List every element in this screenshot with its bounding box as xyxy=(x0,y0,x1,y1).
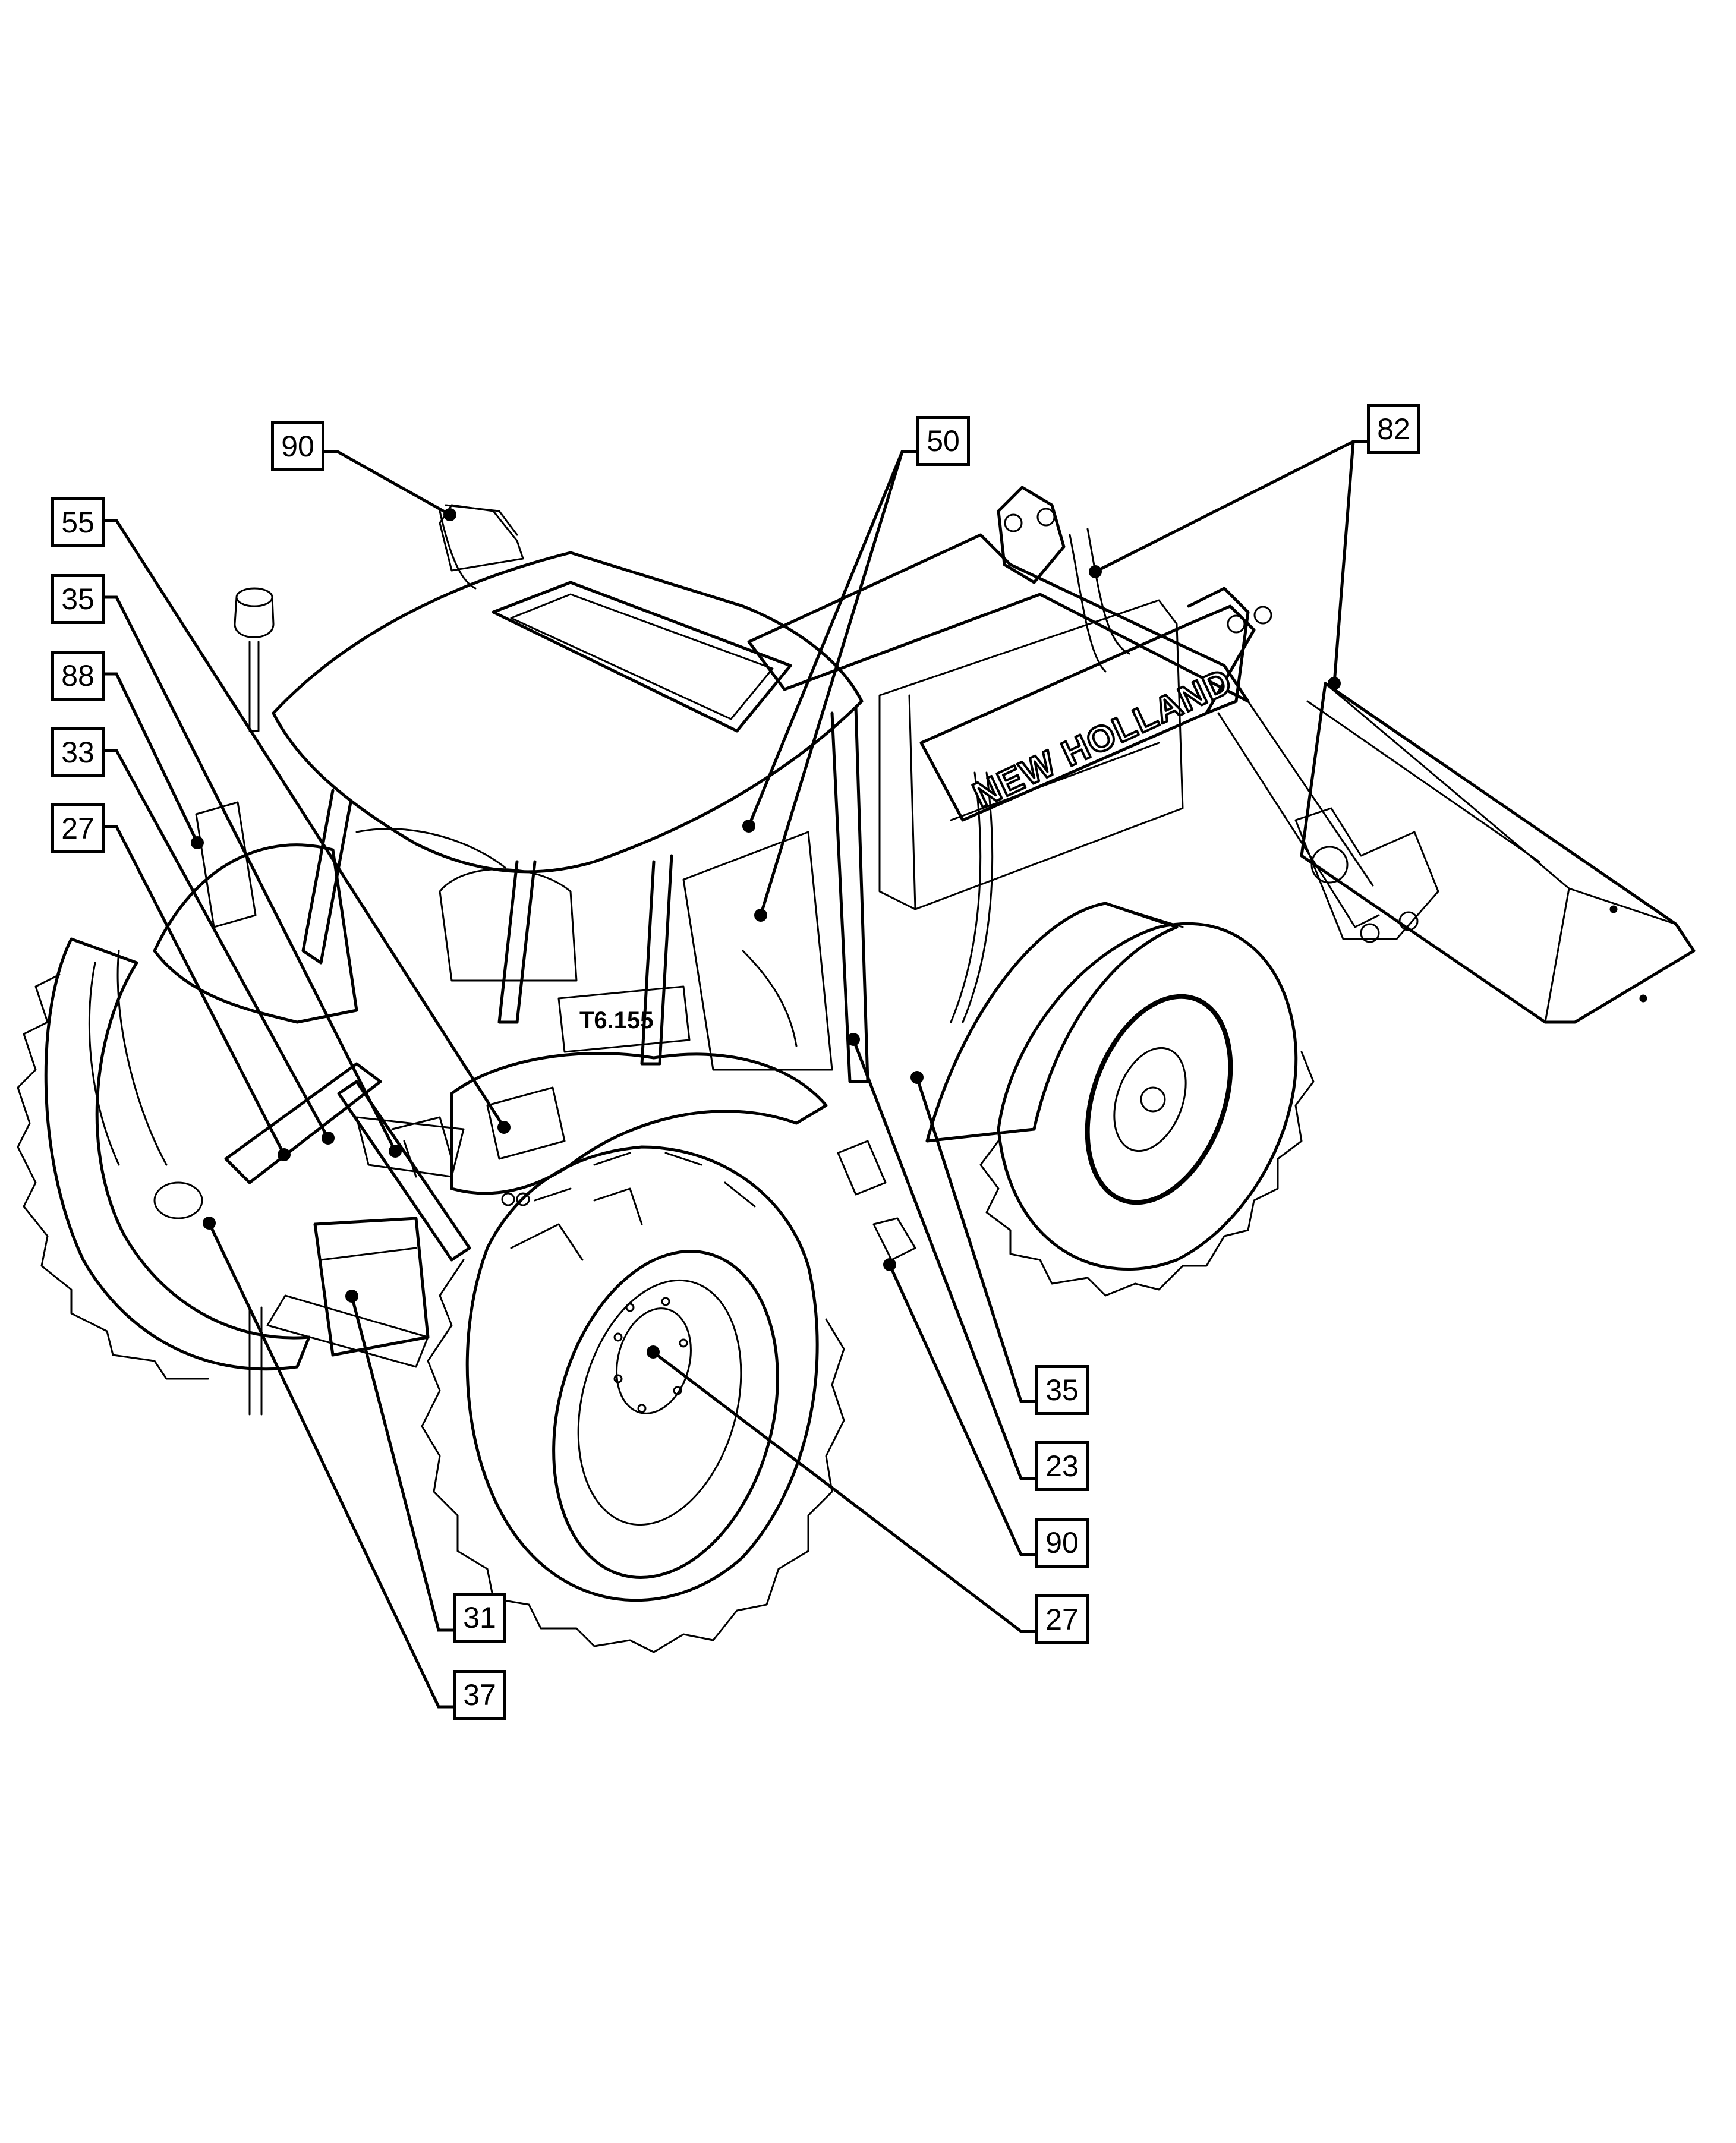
callout-37[interactable]: 37 xyxy=(453,1670,506,1720)
callout-90-step[interactable]: 90 xyxy=(1035,1518,1089,1568)
front-fender xyxy=(925,902,1184,1143)
callout-label: 55 xyxy=(61,506,94,539)
callout-label: 33 xyxy=(61,736,94,769)
callout-23[interactable]: 23 xyxy=(1035,1441,1089,1491)
callout-27-left[interactable]: 27 xyxy=(51,803,105,853)
callout-90-mirror[interactable]: 90 xyxy=(271,421,324,471)
callout-label: 23 xyxy=(1045,1449,1079,1483)
callout-label: 90 xyxy=(1045,1526,1079,1559)
callout-label: 37 xyxy=(463,1678,496,1712)
cab-frame xyxy=(301,705,869,1083)
front-tire xyxy=(979,922,1315,1297)
engine-hood xyxy=(878,599,1184,910)
callout-label: 27 xyxy=(61,812,94,845)
callout-label: 27 xyxy=(1045,1603,1079,1636)
rear-tire-right xyxy=(421,1145,845,1653)
callout-label: 82 xyxy=(1377,412,1410,446)
callout-33[interactable]: 33 xyxy=(51,727,105,777)
callout-50[interactable]: 50 xyxy=(916,416,970,466)
callout-88[interactable]: 88 xyxy=(51,651,105,701)
callout-55[interactable]: 55 xyxy=(51,497,105,547)
leader-lines xyxy=(101,440,1367,1709)
cab-roof xyxy=(272,504,864,874)
callout-27-right[interactable]: 27 xyxy=(1035,1594,1089,1644)
callout-35-left[interactable]: 35 xyxy=(51,574,105,624)
brand-logo: NEW HOLLAND xyxy=(967,661,1238,815)
cab-steps xyxy=(837,1140,916,1261)
callout-label: 35 xyxy=(1045,1373,1079,1407)
tractor-illustration: NEW HOLLAND xyxy=(17,486,1696,1653)
callout-35-right[interactable]: 35 xyxy=(1035,1365,1089,1415)
callout-label: 50 xyxy=(927,424,960,458)
rear-fender-left xyxy=(153,801,358,1024)
rear-hitch xyxy=(224,1062,471,1416)
mirror xyxy=(439,504,518,590)
callout-label: 35 xyxy=(61,582,94,616)
callout-label: 88 xyxy=(61,659,94,692)
loader-bucket xyxy=(1300,682,1696,1024)
callout-label: 31 xyxy=(463,1601,496,1634)
callout-31[interactable]: 31 xyxy=(453,1593,506,1643)
beacon-light xyxy=(234,587,275,732)
rear-panel: T6.155 xyxy=(557,985,691,1053)
rear-panel-text: T6.155 xyxy=(579,1007,654,1033)
rear-tire-left xyxy=(17,937,311,1380)
callout-82[interactable]: 82 xyxy=(1367,404,1420,454)
callout-label: 90 xyxy=(281,430,314,463)
